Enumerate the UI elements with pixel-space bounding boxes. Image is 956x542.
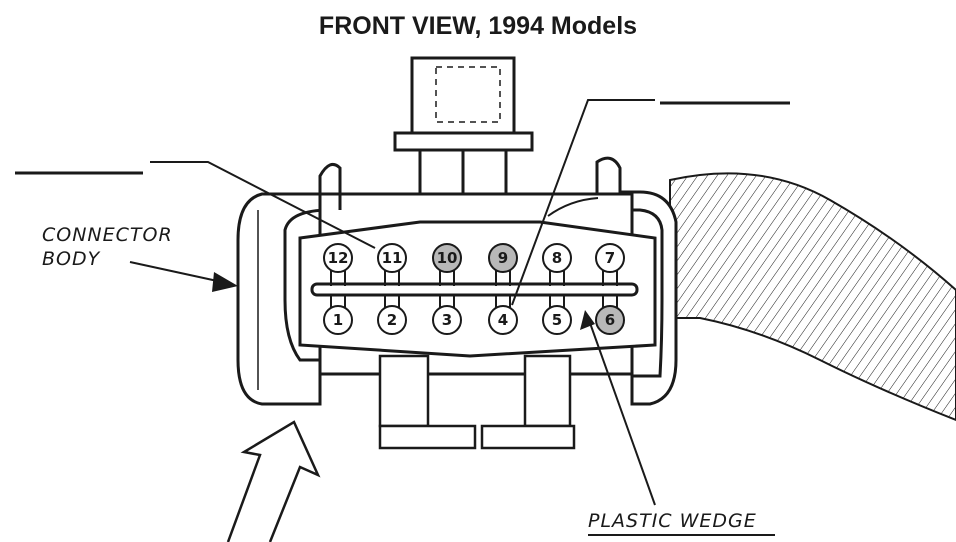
wedge-arrowhead	[580, 310, 595, 330]
diagram-title: FRONT VIEW, 1994 Models	[318, 12, 638, 40]
wire-harness	[669, 172, 956, 422]
insertion-arrow	[226, 420, 321, 542]
leader-top-left	[150, 161, 376, 249]
wedge-leader	[589, 322, 656, 506]
pin-3	[432, 305, 462, 335]
pin-label-6: 6	[605, 311, 615, 329]
pin-2	[377, 305, 407, 335]
connector-body-label-line1: CONNECTOR	[42, 224, 173, 246]
connector-body-label-line2: BODY	[42, 248, 101, 270]
pin-10-highlighted	[432, 243, 462, 273]
pin-label-12: 12	[328, 249, 349, 267]
pin-label-3: 3	[442, 311, 452, 329]
connector-body-outline	[236, 162, 342, 406]
connector-body-right	[595, 156, 678, 406]
body-arrow-line	[129, 261, 223, 283]
leader-top-right	[511, 99, 655, 306]
plastic-wedge-bar	[310, 282, 639, 297]
body-arrowhead	[212, 272, 238, 292]
pin-8	[542, 243, 572, 273]
pin-7	[595, 243, 625, 273]
pin-6-highlighted	[595, 305, 625, 335]
plastic-wedge-label: PLASTIC WEDGE	[588, 510, 757, 532]
pin-1	[323, 305, 353, 335]
pin-4	[488, 305, 518, 335]
pin-label-1: 1	[333, 311, 343, 329]
pin-label-9: 9	[498, 249, 508, 267]
pin-5	[542, 305, 572, 335]
bottom-keys	[378, 354, 576, 450]
pin-label-2: 2	[387, 311, 397, 329]
pin-label-7: 7	[605, 249, 615, 267]
pin-label-11: 11	[382, 249, 403, 267]
pin-11	[377, 243, 407, 273]
pin-label-5: 5	[552, 311, 562, 329]
pin-12	[323, 243, 353, 273]
pin-9-highlighted	[488, 243, 518, 273]
pin-label-10: 10	[437, 249, 458, 267]
pin-label-4: 4	[498, 311, 508, 329]
pin-label-8: 8	[552, 249, 562, 267]
